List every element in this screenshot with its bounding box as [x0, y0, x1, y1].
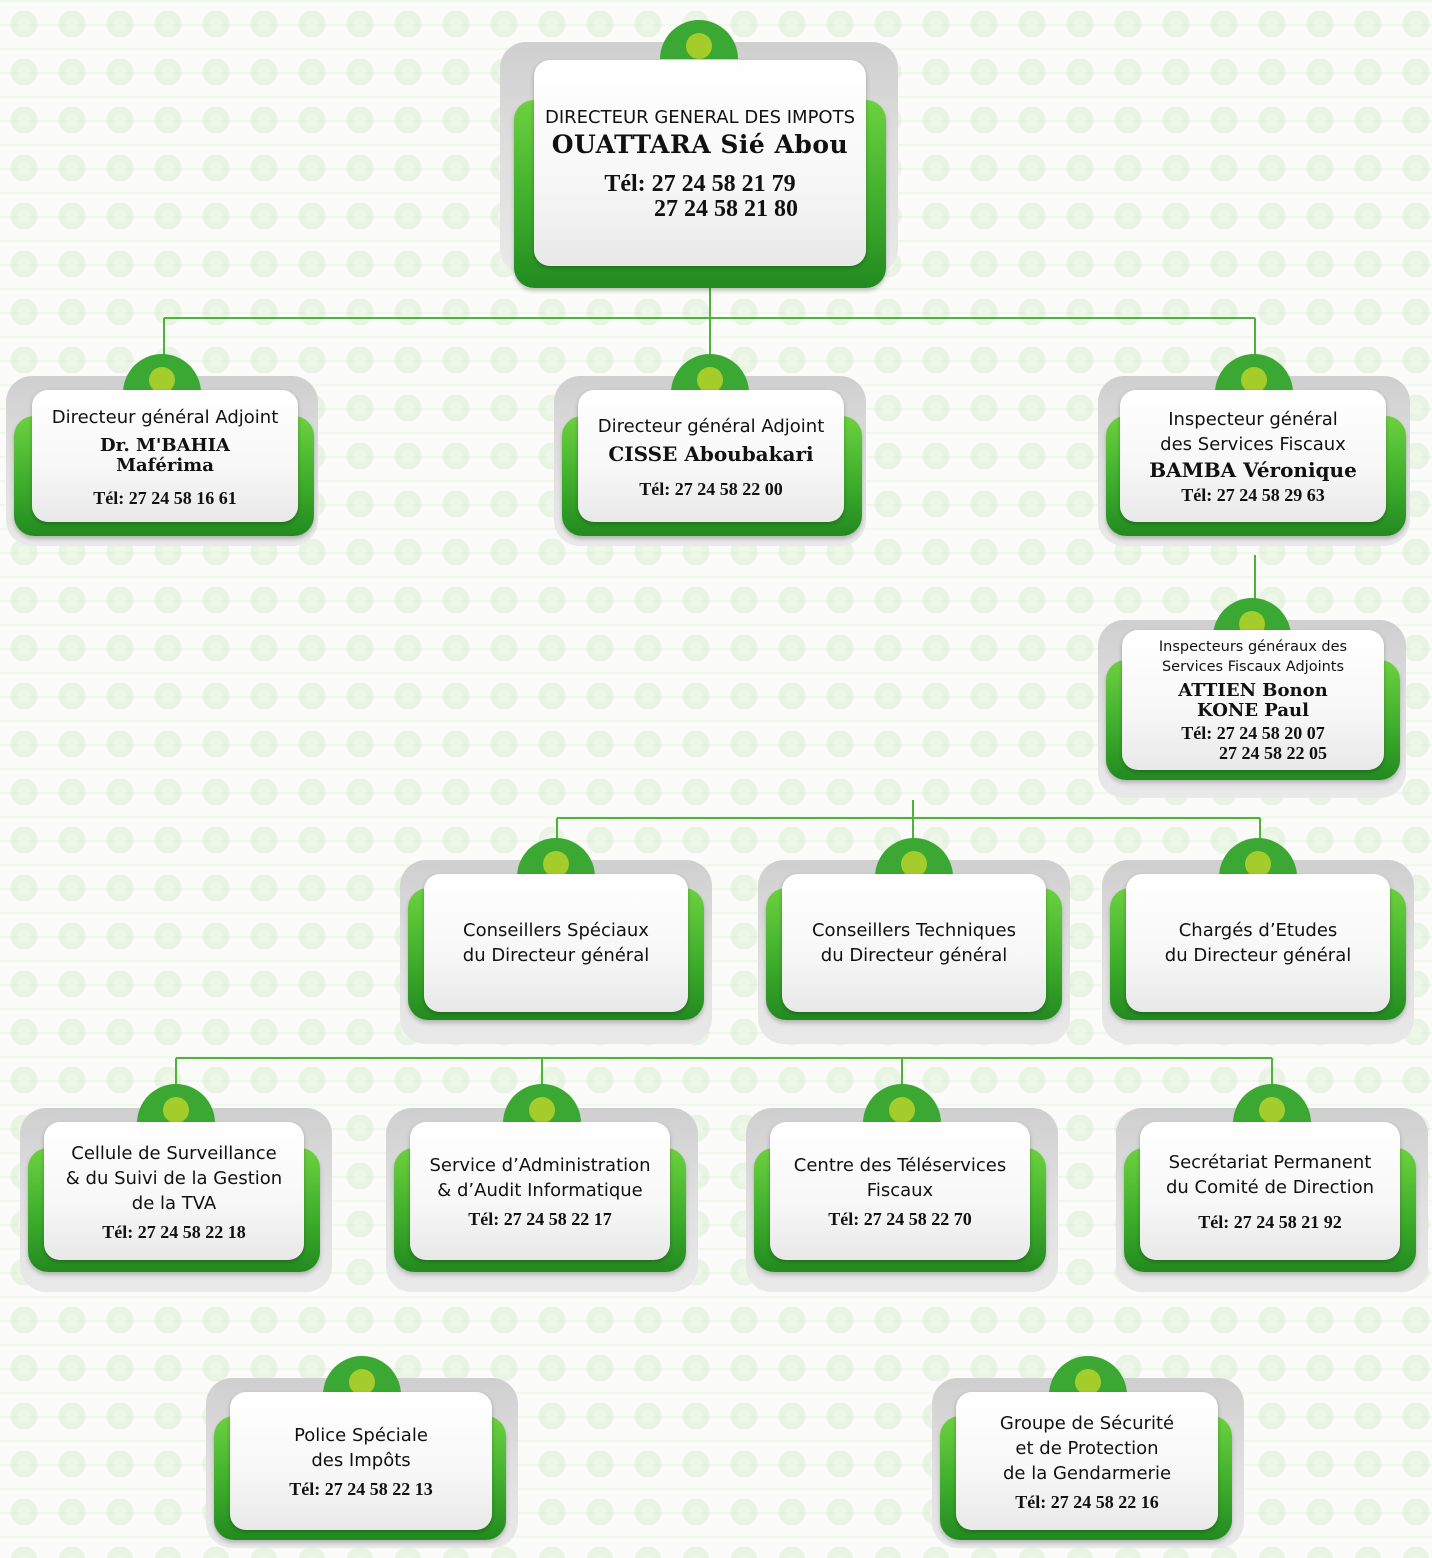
node-tel: Tél: 27 24 58 29 63: [1181, 485, 1325, 505]
node-card: DIRECTEUR GENERAL DES IMPOTS OUATTARA Si…: [534, 60, 866, 266]
node-role: & du Suivi de la Gestion: [65, 1167, 283, 1189]
node-conseillers-techniques: Conseillers Techniques du Directeur géné…: [758, 838, 1070, 1044]
node-role: du Directeur général: [462, 945, 650, 966]
node-inspecteur-general: Inspecteur général des Services Fiscaux …: [1098, 354, 1410, 546]
node-name: KONE Paul: [1197, 700, 1309, 721]
node-tel: Tél: 27 24 58 22 00: [639, 478, 783, 499]
node-role: Secrétariat Permanent: [1168, 1152, 1372, 1173]
tel-label: Tél:: [1181, 723, 1213, 743]
node-role: Inspecteur général: [1168, 409, 1338, 430]
tel-number: 27 24 58 21 79: [651, 170, 796, 197]
node-role: & d’Audit Informatique: [437, 1180, 643, 1201]
node-centre-teleservices: Centre des Téléservices Fiscaux Tél: 27 …: [746, 1084, 1058, 1292]
node-card: Police Spéciale des Impôts Tél: 27 24 58…: [230, 1392, 492, 1530]
node-tel: Tél: 27 24 58 22 18: [102, 1221, 246, 1242]
tel-number: 27 24 58 22 05: [1219, 743, 1327, 763]
node-tel: Tél: 27 24 58 16 61: [93, 487, 237, 508]
node-name: Maférima: [116, 454, 214, 476]
node-role: de la Gendarmerie: [1002, 1462, 1172, 1484]
node-name: ATTIEN Bonon: [1178, 680, 1328, 701]
node-conseillers-speciaux: Conseillers Spéciaux du Directeur généra…: [400, 838, 712, 1044]
node-role: Directeur général Adjoint: [51, 406, 279, 428]
node-card: Inspecteur général des Services Fiscaux …: [1120, 390, 1386, 522]
node-tel: Tél: 27 24 58 22 70: [828, 1209, 972, 1229]
node-card: Groupe de Sécurité et de Protection de l…: [956, 1392, 1218, 1530]
node-card: Conseillers Spéciaux du Directeur généra…: [424, 874, 688, 1012]
node-card: Directeur général Adjoint CISSE Aboubaka…: [578, 390, 844, 522]
node-tel: Tél: 27 24 58 20 07 27 24 58 22 05: [1179, 723, 1327, 763]
node-card: Chargés d’Etudes du Directeur général: [1126, 874, 1390, 1012]
tel-number: 27 24 58 21 80: [654, 195, 798, 222]
node-role: du Directeur général: [820, 945, 1008, 966]
node-card: Cellule de Surveillance & du Suivi de la…: [44, 1122, 304, 1260]
node-name: CISSE Aboubakari: [608, 441, 814, 466]
tel-number: 27 24 58 20 07: [1216, 723, 1325, 743]
node-role: des Services Fiscaux: [1160, 434, 1346, 455]
node-role: Police Spéciale: [294, 1425, 428, 1446]
node-role: Conseillers Techniques: [811, 920, 1017, 941]
node-tel: Tél: 27 24 58 22 13: [289, 1479, 433, 1499]
node-card: Centre des Téléservices Fiscaux Tél: 27 …: [770, 1122, 1030, 1260]
node-role: Service d’Administration: [429, 1155, 651, 1176]
node-secretariat-permanent: Secrétariat Permanent du Comité de Direc…: [1116, 1084, 1428, 1292]
node-tel: Tél: 27 24 58 22 17: [468, 1209, 612, 1229]
node-role: Groupe de Sécurité: [999, 1412, 1175, 1434]
node-role: DIRECTEUR GENERAL DES IMPOTS: [544, 106, 856, 128]
node-directeur-general-adjoint-1: Directeur général Adjoint Dr. M'BAHIA Ma…: [6, 354, 318, 546]
node-role: des Impôts: [311, 1450, 411, 1471]
node-directeur-general: DIRECTEUR GENERAL DES IMPOTS OUATTARA Si…: [500, 20, 898, 288]
node-groupe-securite: Groupe de Sécurité et de Protection de l…: [932, 1356, 1244, 1548]
node-role: Chargés d’Etudes: [1178, 920, 1338, 941]
node-cellule-tva: Cellule de Surveillance & du Suivi de la…: [20, 1084, 332, 1292]
node-inspecteurs-adjoints: Inspecteurs généraux des Services Fiscau…: [1098, 598, 1406, 798]
node-tel: Tél: 27 24 58 22 16: [1015, 1491, 1159, 1512]
node-role: Fiscaux: [866, 1180, 934, 1201]
node-tel: Tél: 27 24 58 21 92: [1198, 1212, 1342, 1232]
node-role: Conseillers Spéciaux: [463, 920, 649, 941]
node-police-speciale: Police Spéciale des Impôts Tél: 27 24 58…: [206, 1356, 518, 1548]
node-tel: Tél: 27 24 58 21 79 27 24 58 21 80: [602, 170, 798, 222]
node-role: Inspecteurs généraux des: [1158, 639, 1348, 655]
node-name: Dr. M'BAHIA: [100, 434, 230, 456]
node-card: Service d’Administration & d’Audit Infor…: [410, 1122, 670, 1260]
node-card: Conseillers Techniques du Directeur géné…: [782, 874, 1046, 1012]
node-role: et de Protection: [1015, 1437, 1159, 1459]
node-role: du Comité de Direction: [1165, 1177, 1375, 1198]
node-card: Secrétariat Permanent du Comité de Direc…: [1140, 1122, 1400, 1260]
node-name: BAMBA Véronique: [1149, 458, 1357, 482]
tel-label: Tél:: [604, 170, 646, 197]
node-service-audit-informatique: Service d’Administration & d’Audit Infor…: [386, 1084, 698, 1292]
node-charges-etudes: Chargés d’Etudes du Directeur général: [1102, 838, 1414, 1044]
node-role: Services Fiscaux Adjoints: [1161, 659, 1345, 675]
node-directeur-general-adjoint-2: Directeur général Adjoint CISSE Aboubaka…: [554, 354, 866, 546]
node-role: de la TVA: [131, 1192, 217, 1214]
node-card: Inspecteurs généraux des Services Fiscau…: [1122, 630, 1384, 770]
node-role: Centre des Téléservices: [793, 1155, 1007, 1176]
node-name: OUATTARA Sié Abou: [551, 129, 849, 159]
node-card: Directeur général Adjoint Dr. M'BAHIA Ma…: [32, 390, 298, 522]
node-role: du Directeur général: [1164, 945, 1352, 966]
node-role: Directeur général Adjoint: [597, 415, 825, 437]
node-role: Cellule de Surveillance: [71, 1142, 277, 1164]
